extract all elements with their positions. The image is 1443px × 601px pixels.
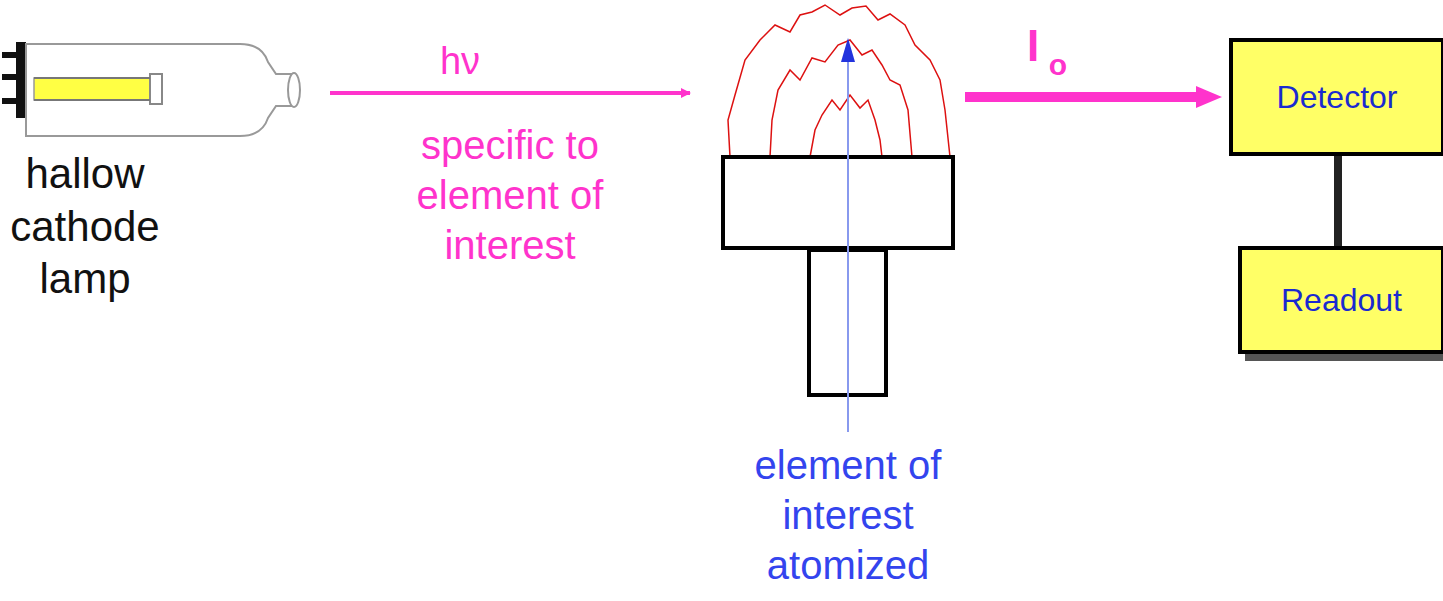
readout-box: Readout [1238,246,1443,354]
connector [1338,156,1339,246]
lamp-label: hallow cathode lamp [0,148,170,306]
connector-line [1334,156,1342,246]
sample-flow [847,60,849,432]
flame [728,5,950,157]
intensity-subscript: o [1046,46,1070,84]
box-text: Readout [1281,282,1402,319]
light-beam [330,91,690,95]
transmitted-beam [965,92,1198,102]
sample-note: element of interest atomized [708,440,988,590]
photon-label: hν [415,38,505,86]
flow-arrowhead [841,38,855,62]
beam-note: specific to element of interest [365,120,655,270]
box-text: Detector [1277,79,1398,116]
detector-box: Detector [1229,38,1443,156]
burner-head [723,157,953,248]
beam-arrowhead [1196,86,1222,108]
hollow-cathode-lamp [2,42,300,136]
intensity-symbol: I [1018,18,1048,73]
